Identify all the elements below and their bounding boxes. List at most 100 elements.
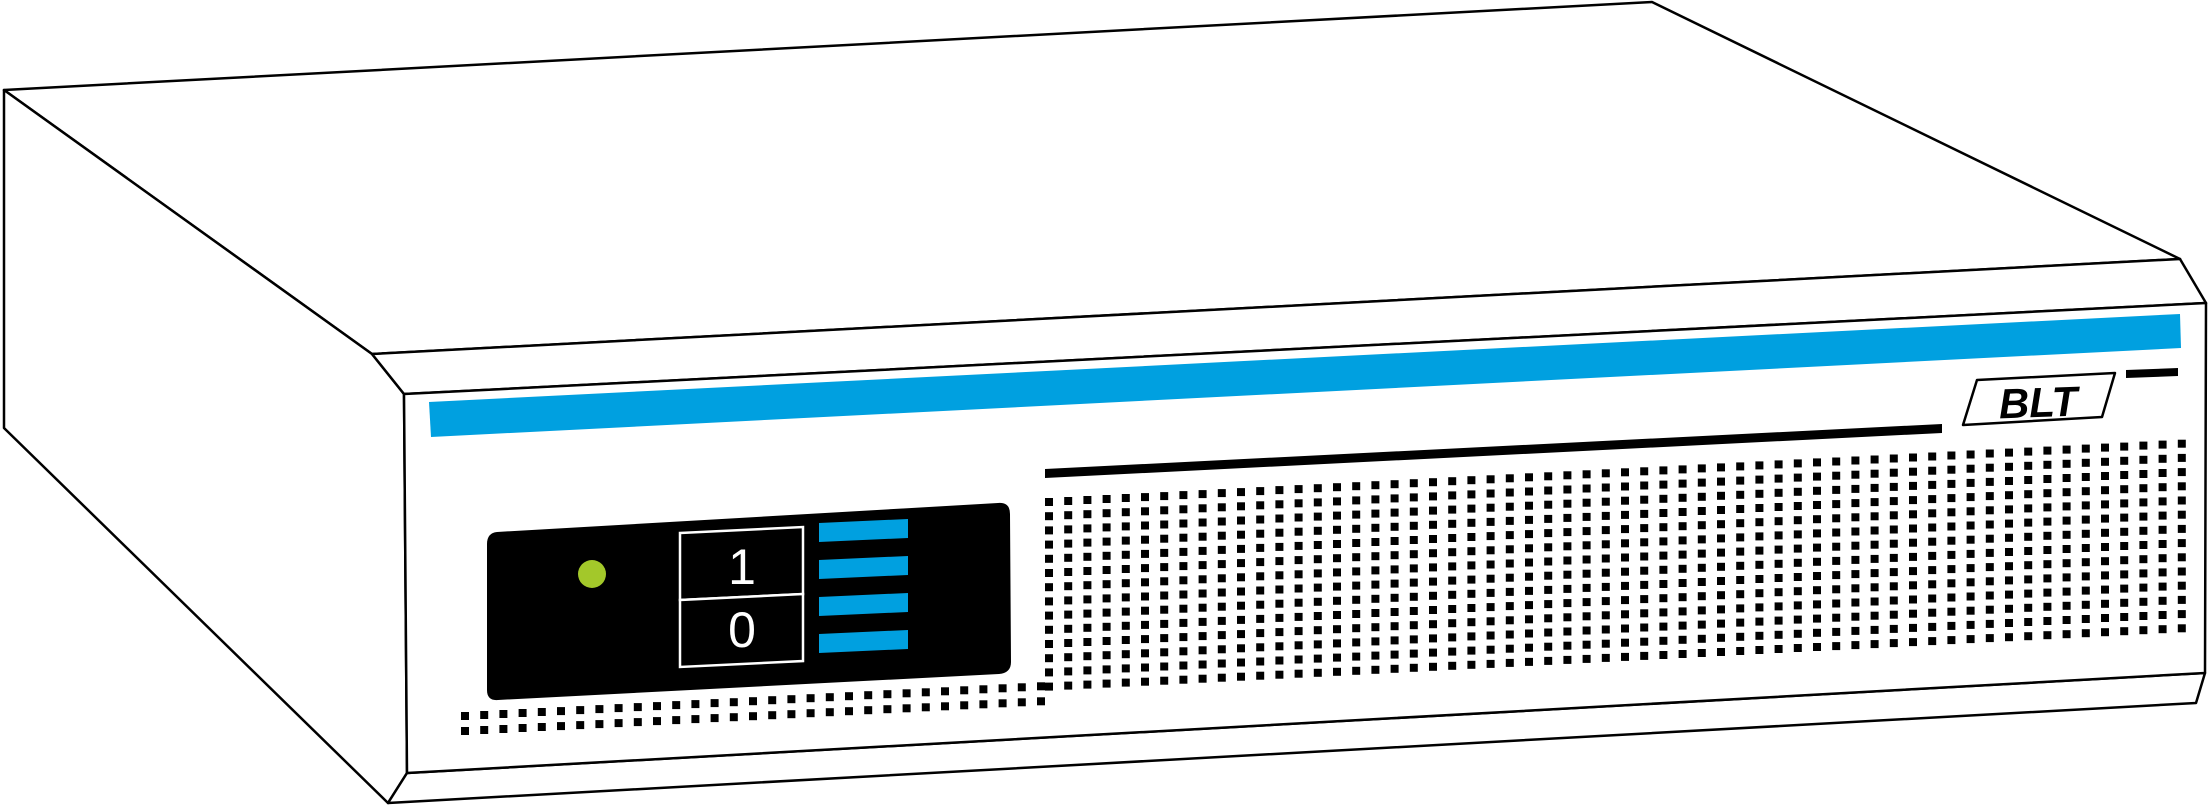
vent-hole xyxy=(1275,642,1284,651)
vent-hole xyxy=(1217,560,1226,569)
vent-hole xyxy=(1601,639,1610,648)
vent-hole xyxy=(1486,631,1495,640)
vent-hole xyxy=(979,685,988,694)
vent-hole xyxy=(1928,509,1937,518)
vent-hole xyxy=(1889,482,1898,491)
vent-hole xyxy=(2101,486,2109,495)
vent-hole xyxy=(1121,593,1130,602)
vent-hole xyxy=(1774,531,1783,540)
vent-hole xyxy=(1294,485,1303,494)
vent-hole xyxy=(1121,579,1130,588)
vent-hole xyxy=(1640,467,1649,476)
vent-hole xyxy=(1736,462,1745,471)
vent-hole xyxy=(2043,602,2052,611)
vent-hole xyxy=(1045,625,1053,634)
vent-hole xyxy=(787,710,796,719)
vent-hole xyxy=(941,687,949,696)
vent-hole xyxy=(2081,600,2090,609)
vent-hole xyxy=(2005,448,2013,457)
vent-hole xyxy=(1678,564,1687,573)
vent-hole xyxy=(1909,538,1917,547)
vent-hole xyxy=(1505,531,1514,540)
vent-hole xyxy=(1083,652,1092,661)
vent-hole xyxy=(1045,597,1053,606)
vent-hole xyxy=(1736,547,1745,556)
vent-hole xyxy=(1083,552,1092,561)
vent-hole xyxy=(1774,616,1783,625)
vent-hole xyxy=(1659,509,1668,517)
vent-hole xyxy=(2043,574,2052,583)
vent-hole xyxy=(1755,575,1764,583)
vent-hole xyxy=(2120,613,2129,621)
vent-hole xyxy=(1717,605,1725,614)
vent-hole xyxy=(2062,474,2071,482)
vent-hole xyxy=(1928,580,1937,589)
vent-hole xyxy=(1601,625,1610,634)
vent-hole xyxy=(1813,458,1821,467)
vent-hole xyxy=(1141,620,1149,629)
vent-hole xyxy=(1697,592,1706,601)
vent-hole xyxy=(1736,632,1745,641)
vent-hole xyxy=(1544,529,1553,538)
vent-hole xyxy=(1467,618,1476,627)
status-bar-2 xyxy=(819,556,908,579)
vent-hole xyxy=(1909,567,1917,576)
vent-hole xyxy=(1237,615,1245,624)
power-switch-off-half[interactable] xyxy=(678,592,805,669)
vent-hole xyxy=(1237,658,1245,667)
vent-hole xyxy=(1736,519,1745,528)
vent-hole xyxy=(1832,471,1841,480)
vent-hole xyxy=(2081,529,2090,538)
vent-hole xyxy=(1313,668,1322,677)
vent-hole xyxy=(1121,494,1130,502)
vent-hole xyxy=(2177,595,2186,604)
vent-hole xyxy=(1064,539,1073,548)
vent-hole xyxy=(1045,512,1053,521)
vent-hole xyxy=(1275,486,1284,495)
vent-hole xyxy=(1717,463,1725,472)
vent-hole xyxy=(1256,558,1265,567)
vent-hole xyxy=(1697,507,1706,515)
vent-hole xyxy=(1870,611,1879,620)
vent-hole xyxy=(1544,543,1553,552)
vent-hole xyxy=(1985,477,1994,486)
status-bar-3 xyxy=(819,593,908,616)
vent-hole xyxy=(1179,647,1188,656)
vent-hole xyxy=(1678,479,1687,488)
vent-hole xyxy=(1505,644,1514,653)
vent-hole xyxy=(2120,598,2129,607)
vent-hole xyxy=(1083,581,1092,590)
vent-hole xyxy=(1102,580,1111,589)
power-switch[interactable]: 1 0 xyxy=(678,525,805,669)
vent-hole xyxy=(1505,616,1514,625)
vent-hole xyxy=(691,700,700,709)
vent-hole xyxy=(1851,641,1860,650)
vent-hole xyxy=(1928,495,1937,504)
vent-hole xyxy=(1333,568,1341,577)
vent-hole xyxy=(1064,582,1073,591)
vent-hole xyxy=(1736,618,1745,627)
vent-hole xyxy=(1486,659,1495,668)
vent-hole xyxy=(1294,669,1303,678)
vent-hole xyxy=(1275,599,1284,608)
vent-hole xyxy=(1121,550,1130,559)
vent-hole xyxy=(1563,556,1572,565)
vent-hole xyxy=(691,715,700,724)
vent-hole xyxy=(1774,545,1783,554)
vent-hole xyxy=(2101,528,2109,537)
vent-hole xyxy=(1678,465,1687,474)
vent-hole xyxy=(1333,596,1341,605)
vent-hole xyxy=(1582,583,1591,592)
vent-hole xyxy=(1582,498,1591,507)
vent-hole xyxy=(1659,594,1668,603)
vent-hole xyxy=(1275,557,1284,566)
vent-hole xyxy=(576,721,585,730)
vent-hole xyxy=(1371,495,1380,504)
vent-hole xyxy=(1179,491,1188,500)
vent-hole xyxy=(1563,542,1572,551)
vent-hole xyxy=(1486,560,1495,569)
vent-hole xyxy=(2158,454,2167,463)
vent-hole xyxy=(2139,498,2148,507)
vent-hole xyxy=(2024,461,2033,470)
vent-hole xyxy=(2101,443,2109,452)
